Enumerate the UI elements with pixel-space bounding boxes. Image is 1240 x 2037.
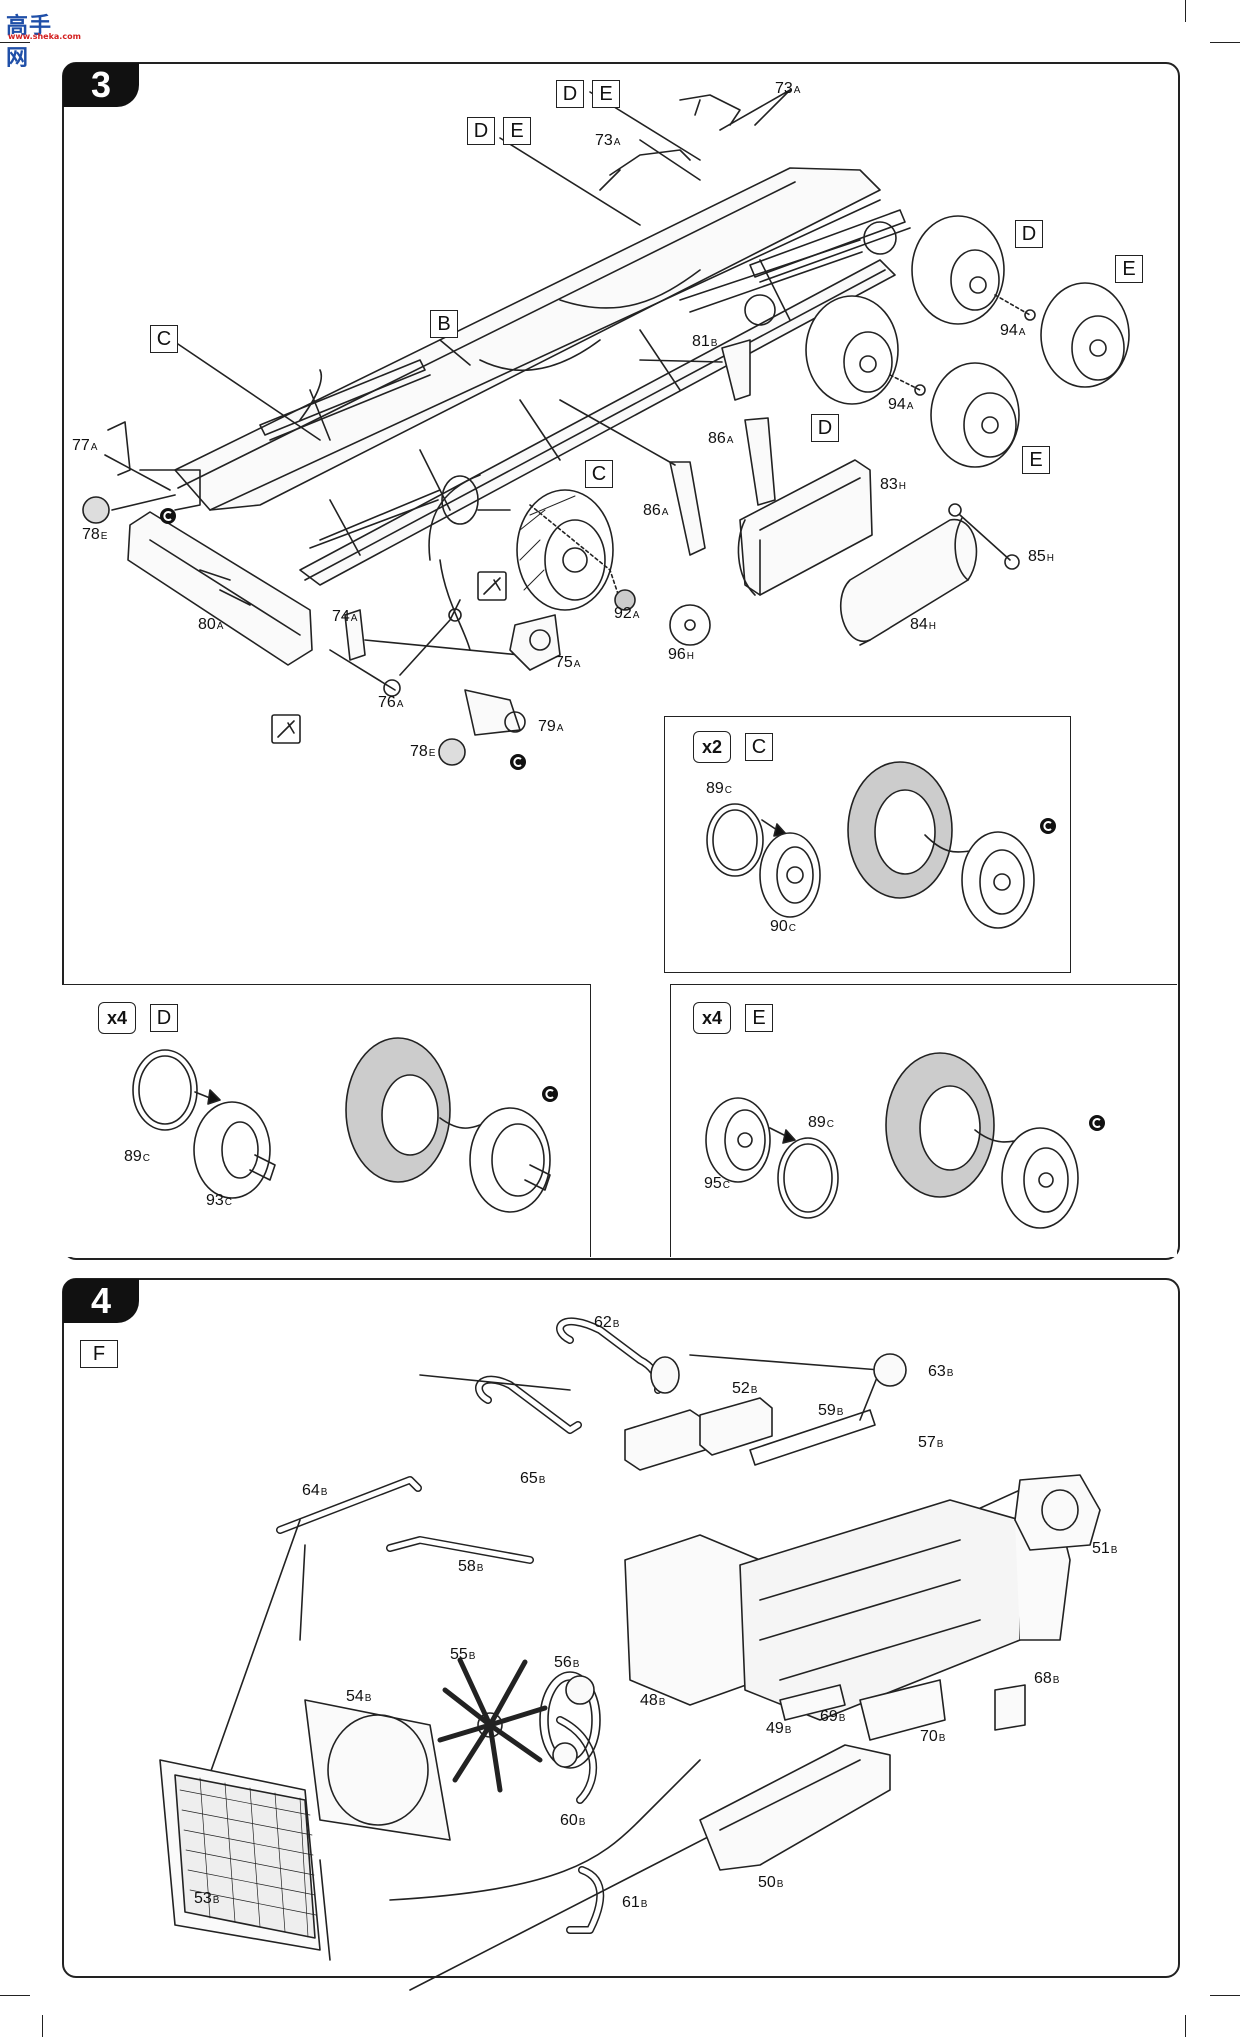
marker-e: E: [1022, 446, 1050, 474]
part-label: 63B: [928, 1363, 954, 1380]
part-label: 61B: [622, 1894, 648, 1911]
quantity-badge: x4: [693, 1002, 731, 1034]
part-label: 54B: [346, 1688, 372, 1705]
marker-c: C: [745, 733, 773, 761]
part-label: 78E: [82, 526, 108, 543]
step-3-number: 3: [63, 63, 139, 107]
part-label: 62B: [594, 1314, 620, 1331]
marker-b: B: [430, 310, 458, 338]
watermark-logo: 高手网 www.sheka.com: [6, 8, 81, 71]
part-label: 57B: [918, 1434, 944, 1451]
part-label: 94A: [888, 396, 914, 413]
quantity-badge: x4: [98, 1002, 136, 1034]
part-label: 92A: [614, 605, 640, 622]
part-label: 89C: [808, 1114, 835, 1131]
part-label: 95C: [704, 1175, 731, 1192]
part-label: 81B: [692, 333, 718, 350]
part-label: 69B: [820, 1708, 846, 1725]
part-label: 60B: [560, 1812, 586, 1829]
part-label: 77A: [72, 437, 98, 454]
crop-mark: [1185, 2015, 1186, 2037]
part-label: 94A: [1000, 322, 1026, 339]
part-label: 68B: [1034, 1670, 1060, 1687]
part-label: 73A: [595, 132, 621, 149]
part-label: 96H: [668, 646, 695, 663]
part-label: 75A: [555, 654, 581, 671]
part-label: 56B: [554, 1654, 580, 1671]
part-label: 73A: [775, 80, 801, 97]
part-label: 90C: [770, 918, 797, 935]
marker-d: D: [467, 117, 495, 145]
marker-f: F: [80, 1340, 118, 1368]
part-label: 55B: [450, 1646, 476, 1663]
crop-mark: [1210, 1995, 1240, 1996]
marker-d: D: [1015, 220, 1043, 248]
marker-c: C: [150, 325, 178, 353]
crop-mark: [1210, 42, 1240, 43]
part-label: 86A: [708, 430, 734, 447]
part-label: 80A: [198, 616, 224, 633]
part-label: 76A: [378, 694, 404, 711]
crop-mark: [0, 42, 30, 43]
part-label: 89C: [706, 780, 733, 797]
part-label: 93C: [206, 1192, 233, 1209]
marker-e: E: [1115, 255, 1143, 283]
leaf-spring: [749, 209, 911, 283]
part-label: 79A: [538, 718, 564, 735]
marker-d: D: [556, 80, 584, 108]
marker-e: E: [592, 80, 620, 108]
marker-d: D: [150, 1004, 178, 1032]
part-label: 74A: [332, 608, 358, 625]
leaf-spring: [259, 359, 431, 441]
marker-c: C: [585, 460, 613, 488]
part-label: 86A: [643, 502, 669, 519]
part-label: 84H: [910, 616, 937, 633]
crop-mark: [0, 1995, 30, 1996]
part-label: 64B: [302, 1482, 328, 1499]
watermark-url: www.sheka.com: [8, 32, 81, 41]
part-label: 49B: [766, 1720, 792, 1737]
quantity-badge: x2: [693, 731, 731, 763]
part-label: 89C: [124, 1148, 151, 1165]
marker-d: D: [811, 414, 839, 442]
part-label: 78E: [410, 743, 436, 760]
marker-e: E: [503, 117, 531, 145]
part-label: 53B: [194, 1890, 220, 1907]
part-label: 51B: [1092, 1540, 1118, 1557]
part-label: 83H: [880, 476, 907, 493]
part-label: 58B: [458, 1558, 484, 1575]
part-label: 50B: [758, 1874, 784, 1891]
part-label: 85H: [1028, 548, 1055, 565]
crop-mark: [1185, 0, 1186, 22]
crop-mark: [42, 2015, 43, 2037]
step-4-number: 4: [63, 1279, 139, 1323]
part-label: 48B: [640, 1692, 666, 1709]
part-label: 52B: [732, 1380, 758, 1397]
part-label: 59B: [818, 1402, 844, 1419]
marker-e: E: [745, 1004, 773, 1032]
part-label: 65B: [520, 1470, 546, 1487]
part-label: 70B: [920, 1728, 946, 1745]
watermark-title: 高手网: [6, 14, 53, 71]
